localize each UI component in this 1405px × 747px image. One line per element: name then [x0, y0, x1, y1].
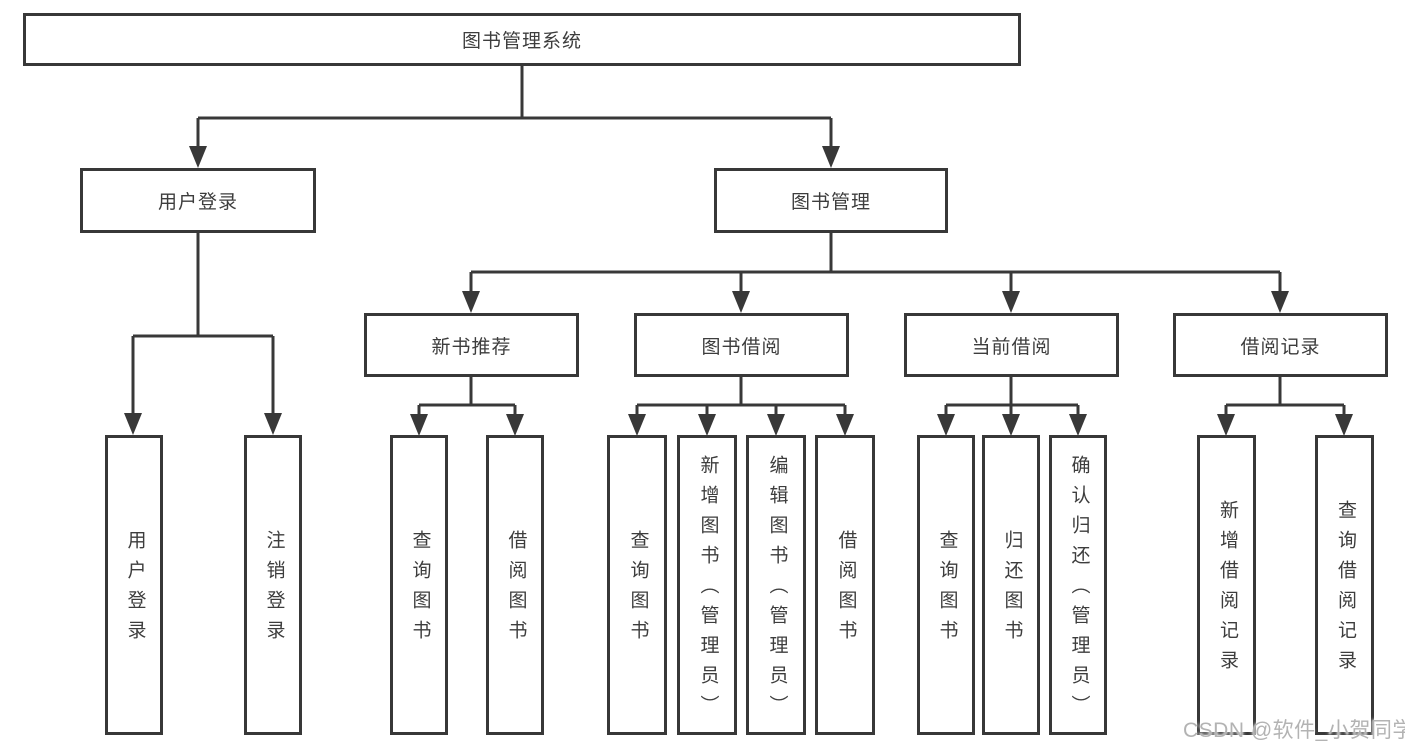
node-confirm-return-admin-leaf: 确认归还（管理员）: [1049, 435, 1107, 735]
node-label: 归还图书: [1001, 530, 1023, 650]
node-label: 图书借阅: [701, 336, 782, 358]
connector-new-book-children: [417, 377, 517, 418]
node-query-books-leaf: 查询图书: [607, 435, 667, 735]
node-label: 注销登录: [263, 530, 285, 650]
node-label: 用户登录: [157, 192, 238, 213]
node-user-login-leaf: 用户登录: [105, 435, 163, 735]
node-add-books-admin-leaf: 新增图书（管理员）: [677, 435, 737, 735]
node-edit-books-admin-leaf: 编辑图书（管理员）: [746, 435, 806, 735]
node-label: 查询图书: [627, 530, 649, 650]
connector-root-to-level2: [196, 66, 833, 150]
node-label: 用户登录: [124, 530, 146, 650]
node-logout-leaf: 注销登录: [244, 435, 302, 735]
node-current-borrow: 当前借阅: [904, 313, 1119, 377]
node-label: 新书推荐: [431, 336, 512, 358]
node-label: 新增图书（管理员）: [697, 455, 719, 725]
node-label: 借阅图书: [505, 530, 527, 650]
node-label: 查询图书: [409, 530, 431, 650]
node-label: 编辑图书（管理员）: [766, 455, 788, 725]
node-label: 确认归还（管理员）: [1068, 455, 1090, 725]
node-label: 借阅记录: [1240, 336, 1321, 358]
node-new-book-recommend: 新书推荐: [364, 313, 579, 377]
node-label: 图书管理系统: [461, 31, 582, 52]
node-borrow-records: 借阅记录: [1173, 313, 1388, 377]
node-user-login: 用户登录: [80, 168, 316, 233]
node-query-borrow-record-leaf: 查询借阅记录: [1315, 435, 1374, 735]
node-library-management-system: 图书管理系统: [23, 13, 1021, 66]
node-query-books-leaf: 查询图书: [390, 435, 448, 735]
node-label: 查询图书: [936, 530, 958, 650]
node-label: 新增借阅记录: [1216, 500, 1238, 680]
node-add-borrow-record-leaf: 新增借阅记录: [1197, 435, 1256, 735]
connector-current-borrow-children: [944, 377, 1080, 418]
node-label: 查询借阅记录: [1334, 500, 1356, 680]
node-borrow-books-leaf: 借阅图书: [486, 435, 544, 735]
node-label: 借阅图书: [835, 530, 857, 650]
node-label: 图书管理: [790, 192, 871, 213]
connector-book-mgmt-children: [469, 233, 1282, 295]
connector-borrow-records-children: [1224, 377, 1346, 418]
node-return-books-leaf: 归还图书: [982, 435, 1040, 735]
connector-book-borrow-children: [635, 377, 847, 418]
node-query-books-leaf: 查询图书: [917, 435, 975, 735]
node-borrow-books-leaf: 借阅图书: [815, 435, 875, 735]
node-book-borrow: 图书借阅: [634, 313, 849, 377]
arrowheads: [124, 146, 1353, 436]
node-book-management: 图书管理: [714, 168, 948, 233]
csdn-watermark: CSDN @软件_小贺同学: [1183, 719, 1405, 742]
connector-user-login-children: [131, 233, 275, 417]
node-label: 当前借阅: [971, 336, 1052, 358]
